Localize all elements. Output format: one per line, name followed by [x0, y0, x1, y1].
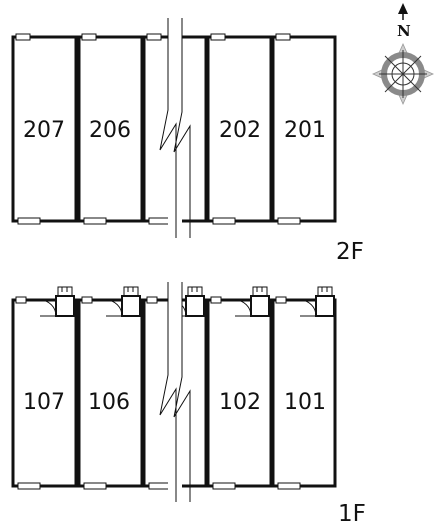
windows-2f: [15, 33, 301, 225]
unit-label-207: 207: [23, 118, 65, 143]
unit-102-outline: [206, 298, 273, 488]
unit-label-106: 106: [88, 390, 130, 415]
unit-206-outline: [77, 35, 144, 223]
unit-202-outline: [206, 35, 273, 223]
north-label: N: [397, 22, 411, 40]
unit-label-101: 101: [284, 390, 326, 415]
floor-label-1f: 1F: [338, 501, 366, 524]
floor-label-2f: 2F: [336, 239, 364, 265]
doors-1f: [15, 286, 335, 490]
unit-label-107: 107: [23, 390, 65, 415]
unit-207-outline: [11, 35, 78, 223]
unit-label-102: 102: [219, 390, 261, 415]
unit-106-outline: [77, 298, 144, 488]
break-marker-2f: [159, 18, 191, 238]
unit-201-outline: [271, 35, 337, 223]
unit-label-206: 206: [89, 118, 131, 143]
break-marker-1f: [159, 282, 191, 502]
unit-label-202: 202: [219, 118, 261, 143]
unit-label-201: 201: [284, 118, 326, 143]
unit-107-outline: [11, 298, 78, 488]
compass-rose-icon: N: [372, 3, 434, 105]
